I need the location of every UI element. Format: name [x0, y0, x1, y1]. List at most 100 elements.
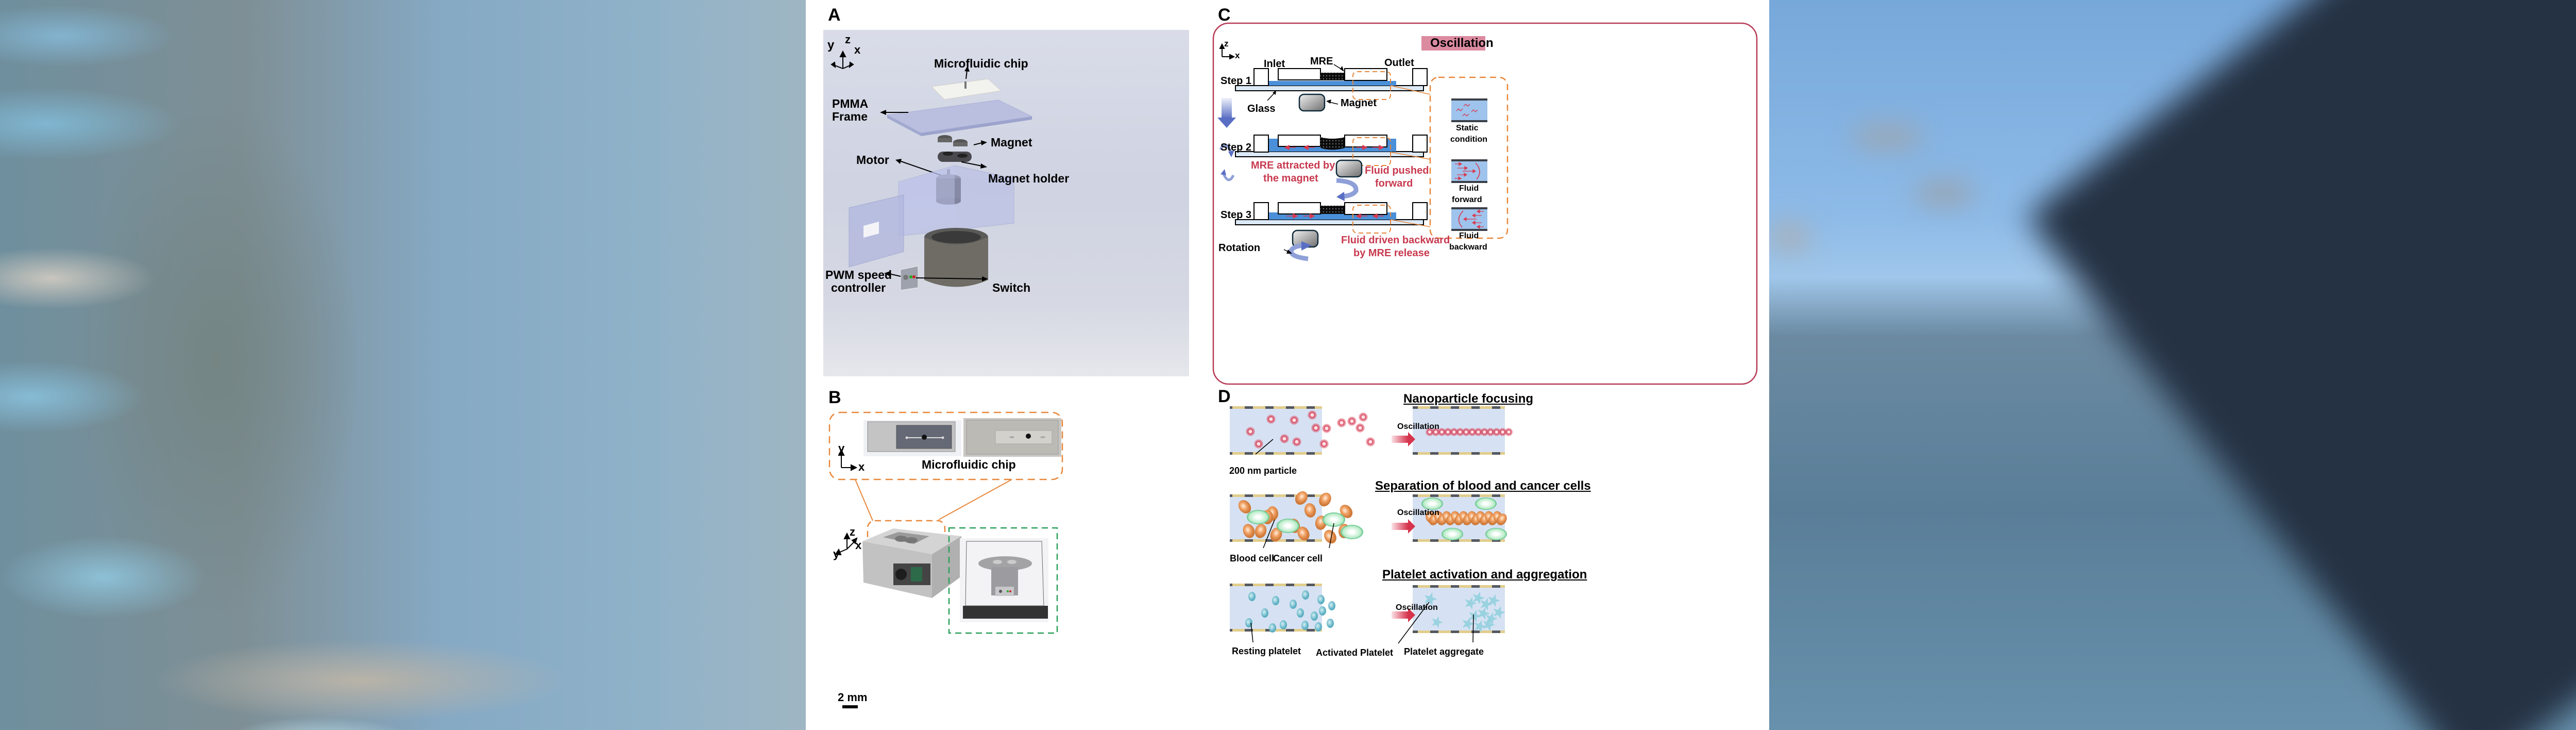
condition-backward-line2: backward — [1449, 243, 1487, 252]
step-2-label: Step 2 — [1221, 142, 1252, 153]
blood-cell — [1243, 524, 1255, 538]
callout-magnet: Magnet — [991, 136, 1032, 149]
resting-platelet — [1319, 606, 1326, 616]
activated-platelet — [1432, 616, 1443, 628]
c-axis-z: z — [1224, 39, 1229, 48]
aligned-blood-cell — [1497, 513, 1507, 525]
callout-microfluidic-chip: Microfluidic chip — [934, 57, 1028, 70]
cancer-cell — [1247, 510, 1269, 524]
focused-nanoparticle — [1486, 428, 1495, 436]
step-3-label: Step 3 — [1221, 209, 1252, 221]
focused-nanoparticle — [1437, 428, 1446, 436]
cancer-cell — [1341, 525, 1363, 539]
blood-cell — [1340, 505, 1353, 518]
resting-platelet — [1290, 600, 1297, 609]
focused-nanoparticle — [1431, 428, 1440, 436]
activated-platelet — [1424, 592, 1437, 606]
oscillation-arrow-1 — [1392, 436, 1408, 443]
callout-magnet-holder: Magnet holder — [988, 172, 1070, 185]
focused-nanoparticle — [1468, 428, 1477, 436]
platelet-aggregate — [1474, 620, 1486, 633]
oscillation-title: Oscillation — [1430, 36, 1494, 50]
platelet-aggregate — [1483, 618, 1495, 632]
platelet-aggregate — [1480, 598, 1493, 611]
nanoparticle — [1347, 417, 1357, 426]
device-axis-x: x — [855, 539, 862, 552]
step-1-label: Step 1 — [1221, 75, 1252, 87]
callout-pwm-line2: controller — [831, 281, 886, 294]
channel-before-nanoparticle — [1230, 408, 1322, 453]
glass-label: Glass — [1247, 103, 1276, 114]
axis-x-label: x — [854, 43, 861, 56]
axes-icon — [831, 50, 854, 69]
action-label-1: Oscillation — [1397, 422, 1439, 431]
blood-cell — [1295, 491, 1308, 505]
resting-platelet — [1248, 592, 1256, 601]
resting-platelet — [1261, 608, 1268, 618]
nanoparticle — [1311, 423, 1320, 433]
nanoparticle — [1292, 437, 1301, 446]
action-label-3: Oscillation — [1396, 603, 1438, 612]
platelet-aggregate — [1465, 596, 1477, 610]
note-back-line1: Fluid driven backward — [1341, 235, 1450, 246]
condition-forward-line1: Fluid — [1459, 184, 1479, 193]
resting-platelet — [1272, 596, 1279, 605]
platelet-aggregate — [1488, 594, 1500, 607]
axis-y-label: y — [827, 38, 835, 52]
panel-a-label: A — [828, 5, 841, 25]
oscillation-title-box — [1421, 36, 1485, 51]
platelet-aggregate — [1469, 609, 1481, 623]
panel-b-label: B — [828, 388, 841, 407]
annotation-200nm-particle: 200 nm particle — [1229, 466, 1297, 476]
nanoparticle — [1322, 424, 1331, 433]
inset-axis-x: x — [858, 460, 865, 473]
magnet-label: Magnet — [1341, 97, 1377, 109]
focused-nanoparticle — [1450, 428, 1459, 436]
section-title-nanoparticle: Nanoparticle focusing — [1403, 392, 1534, 406]
resting-platelet — [1301, 621, 1309, 630]
outlet-label: Outlet — [1384, 57, 1414, 69]
focused-nanoparticle — [1462, 428, 1470, 436]
conditions-frame — [1429, 76, 1509, 239]
callout-pmma-line1: PMMA — [832, 97, 869, 110]
blood-cell — [1304, 503, 1316, 518]
condition-backward-diagram — [1451, 207, 1487, 231]
blood-cell — [1324, 529, 1336, 544]
callout-motor: Motor — [856, 153, 889, 167]
resting-platelet — [1297, 608, 1304, 618]
focused-nanoparticle — [1492, 428, 1501, 436]
focused-nanoparticle — [1444, 428, 1452, 436]
callout-switch: Switch — [992, 281, 1031, 294]
resting-platelet — [1327, 619, 1334, 628]
blood-cell — [1297, 526, 1310, 541]
panel-c-diagram — [1212, 22, 1758, 385]
focused-nanoparticle — [1480, 428, 1489, 436]
note-push-line2: forward — [1375, 178, 1413, 189]
annotation-blood-cell: Blood cell — [1230, 553, 1275, 563]
mre-label: MRE — [1310, 56, 1333, 67]
note-push-line1: Fluid pushed — [1365, 165, 1429, 176]
nanoparticle — [1280, 434, 1289, 443]
resting-platelet — [1280, 620, 1287, 629]
oscillation-arrow-2 — [1392, 523, 1408, 530]
blood-cell — [1270, 527, 1282, 542]
pwm-controller-render — [900, 266, 919, 291]
cancer-cell — [1323, 512, 1345, 527]
panel-d-diagram — [1230, 406, 1513, 644]
platelet-aggregate — [1462, 617, 1475, 631]
condition-forward-diagram — [1451, 159, 1487, 183]
blurred-background-right — [1769, 0, 2576, 730]
focused-nanoparticle — [1474, 428, 1483, 436]
nanoparticle — [1359, 412, 1368, 422]
callout-pwm-line1: PWM speed — [825, 268, 892, 281]
resting-platelet — [1311, 611, 1318, 621]
platelet-aggregate — [1485, 612, 1498, 625]
separated-cancer-cell — [1442, 528, 1463, 540]
c-axis-x: x — [1235, 51, 1240, 60]
nanoparticle — [1319, 439, 1329, 449]
blood-cell — [1255, 524, 1267, 538]
section-title-platelet: Platelet activation and aggregation — [1382, 568, 1587, 582]
focused-nanoparticle — [1498, 428, 1507, 436]
cancer-cell — [1277, 519, 1299, 533]
platelet-aggregate — [1493, 606, 1505, 619]
